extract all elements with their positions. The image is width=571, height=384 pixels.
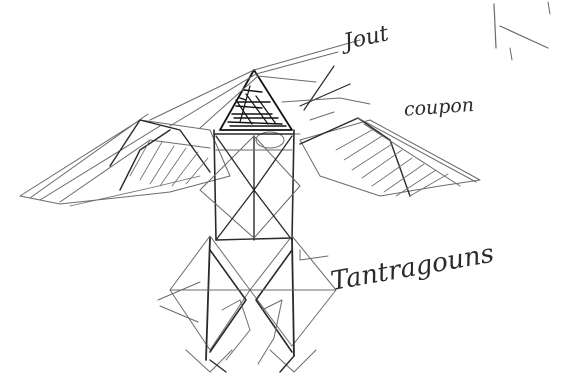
- top-rigging: [150, 40, 370, 128]
- label-bottom-note: Tantragouns: [328, 239, 496, 297]
- left-wing: [20, 114, 230, 206]
- right-wing: [300, 118, 480, 196]
- annotation-arrow: [300, 112, 334, 260]
- kite-body: [200, 130, 300, 240]
- corner-mark: [494, 2, 550, 60]
- kite-legs: [158, 236, 336, 372]
- label-top-note: Jout: [338, 21, 391, 56]
- label-side-note: coupon: [403, 94, 475, 121]
- head-triangle: [220, 70, 300, 148]
